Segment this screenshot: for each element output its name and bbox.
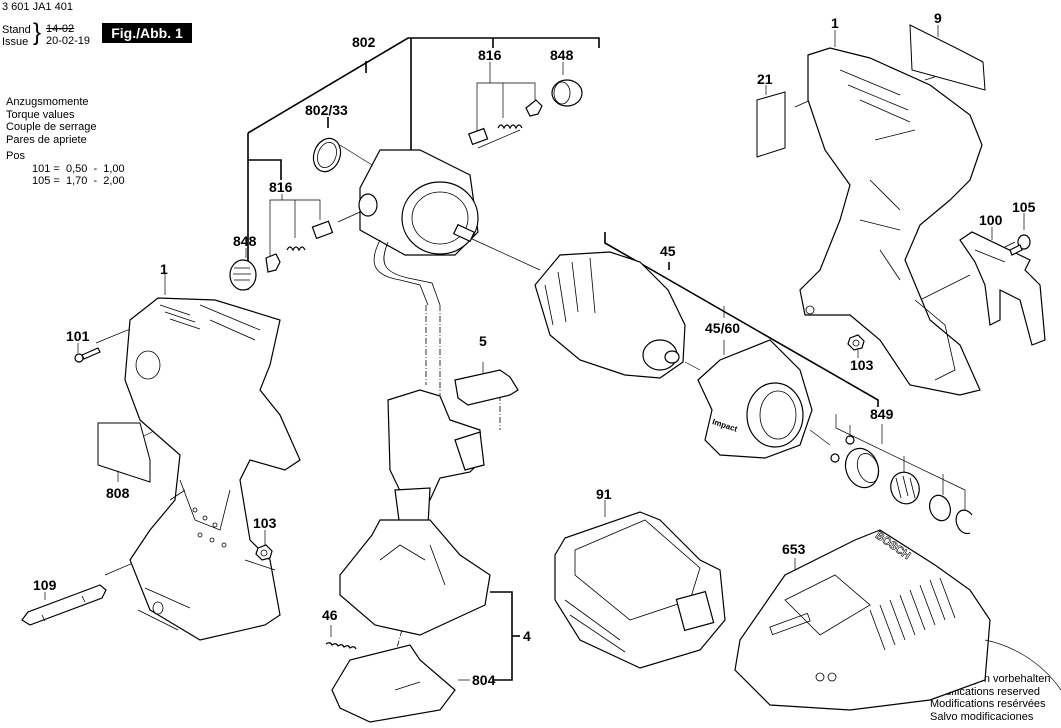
label-808 — [97, 422, 151, 483]
leader-802-top — [410, 37, 600, 48]
leader-802-diag — [247, 37, 410, 134]
part-label-848-top: 848 — [550, 47, 574, 63]
pos-label: Pos — [6, 150, 25, 162]
bit-109 — [21, 584, 107, 626]
torque-heading-es: Pares de apriete — [6, 133, 87, 146]
spring-left — [286, 246, 306, 252]
belt-clip-100 — [959, 231, 1046, 346]
part-label-1-right: 1 — [831, 15, 839, 31]
part-label-103-right: 103 — [850, 357, 874, 373]
torque-heading-fr: Couple de serrage — [6, 121, 97, 133]
switch-base — [339, 519, 491, 636]
part-label-816-left: 816 — [269, 179, 293, 195]
old-date: 14-02 — [46, 23, 75, 35]
part-label-4: 4 — [523, 628, 531, 644]
gear-housing-45 — [534, 251, 686, 379]
leader-lines — [44, 25, 1025, 681]
notice-fr: Modifications resérvées — [930, 698, 1046, 710]
carbon-brush-left — [265, 220, 334, 273]
spring-top — [497, 124, 523, 130]
part-label-100: 100 — [979, 212, 1003, 228]
screw-105 — [1009, 234, 1031, 256]
part-label-808: 808 — [106, 485, 130, 501]
part-label-9: 9 — [934, 10, 942, 26]
axis-105 — [1004, 241, 1016, 248]
leader-4-bracket — [490, 591, 513, 681]
torque-row: 101 = 0,50 - 1,00 — [6, 163, 125, 176]
brush-holder-top — [525, 99, 543, 117]
part-label-849: 849 — [870, 406, 894, 422]
switch-4 — [339, 389, 491, 636]
part-label-21: 21 — [757, 71, 773, 87]
torque-row: 105 = 1,70 - 2,00 — [6, 175, 125, 188]
issue-dates: 14-02 20-02-19 — [46, 23, 90, 47]
part-label-848-left: 848 — [233, 233, 257, 249]
o-ring-802-33 — [312, 137, 342, 173]
plate-804 — [331, 644, 456, 723]
document-number: 3 601 JA1 401 — [2, 1, 73, 13]
part-label-103-left: 103 — [253, 515, 277, 531]
brush-cap-top — [551, 79, 583, 107]
brush-cap-left — [229, 259, 257, 291]
part-label-816-top: 816 — [478, 47, 502, 63]
brace-glyph: } — [33, 19, 42, 46]
part-label-91: 91 — [596, 486, 612, 502]
part-label-5: 5 — [479, 333, 487, 349]
part-label-45-60: 45/60 — [705, 320, 741, 336]
label-21 — [756, 91, 786, 158]
notice-es: Salvo modificaciones — [930, 710, 1034, 723]
axis-brush-top — [477, 129, 521, 149]
battery-release-button — [675, 590, 715, 632]
torque-heading-en: Torque values — [6, 108, 75, 121]
torque-value: = 0,50 - 1,00 — [53, 162, 125, 175]
axis-849 — [809, 429, 831, 446]
figure-label: Fig./Abb. 1 — [102, 23, 192, 43]
torque-pos: 101 — [32, 162, 51, 175]
nut-103-left — [255, 544, 273, 561]
motor-802 — [358, 149, 479, 306]
part-label-802-33: 802/33 — [305, 102, 348, 118]
torque-pos: 105 — [32, 175, 51, 187]
housing-left-half — [124, 297, 301, 641]
label-9 — [909, 24, 986, 91]
axis-motor-shaft — [469, 237, 541, 271]
screw-101 — [74, 347, 101, 363]
nut-103-right — [847, 334, 865, 351]
torque-heading-de: Anzugsmomente — [6, 96, 89, 108]
part-label-101: 101 — [66, 328, 90, 344]
carbon-brush-top — [468, 99, 543, 146]
part-label-46: 46 — [322, 607, 338, 623]
housing-right-half — [799, 47, 983, 396]
leader-849 — [835, 414, 966, 510]
axis-brush-left — [337, 211, 361, 223]
leader-816-left-branch — [248, 159, 282, 180]
charger-653: BOSCH — [734, 529, 1061, 711]
torque-value: = 1,70 - 2,00 — [53, 175, 125, 187]
part-label-45: 45 — [660, 243, 676, 259]
torque-values-block: Anzugsmomente Torque values Couple de se… — [6, 96, 125, 188]
part-label-1-left: 1 — [160, 261, 168, 277]
part-label-802: 802 — [352, 34, 376, 50]
spring-46 — [325, 642, 357, 650]
leader-45 — [604, 232, 879, 407]
stand-issue-labels: Stand Issue — [2, 24, 31, 48]
new-date: 20-02-19 — [46, 35, 91, 47]
axis-45 — [684, 361, 701, 371]
part-label-804: 804 — [472, 672, 496, 688]
stand-label: Stand — [2, 24, 31, 36]
switch-cover-5 — [454, 369, 519, 406]
kit-849 — [830, 435, 973, 535]
part-label-105: 105 — [1012, 199, 1036, 215]
brush-holder-left — [265, 253, 281, 273]
axis-100 — [919, 274, 971, 301]
leader-816-top-bracket — [476, 82, 536, 140]
battery-91 — [554, 511, 726, 669]
part-label-653: 653 — [782, 541, 806, 557]
cover-45-60: Impact — [697, 339, 813, 459]
issue-label: Issue — [2, 36, 29, 48]
part-label-109: 109 — [33, 577, 57, 593]
